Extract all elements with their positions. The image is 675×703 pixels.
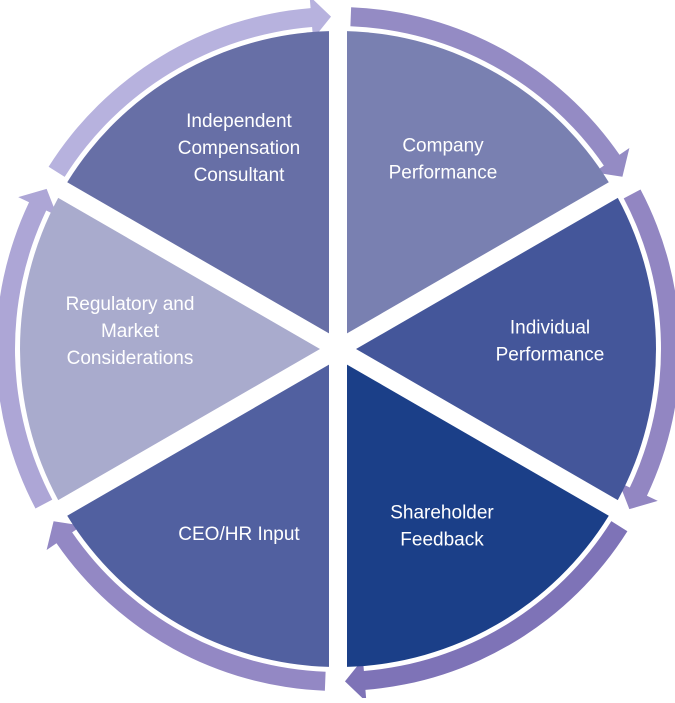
label-line: Consultant (194, 165, 286, 186)
label-line: Performance (389, 163, 498, 184)
label-line: Feedback (400, 530, 484, 551)
label-line: Market (101, 321, 160, 342)
label-line: Considerations (67, 348, 194, 369)
segment-company-performance (347, 31, 609, 334)
segment-individual-performance (356, 197, 657, 501)
segment-regulatory-market (19, 197, 320, 501)
label-line: Regulatory and (66, 294, 195, 315)
cycle-arrow-3 (344, 521, 628, 702)
label-line: Shareholder (390, 503, 494, 524)
label-ceo-hr-input: CEO/HR Input (178, 524, 300, 545)
label-line: Independent (186, 111, 292, 132)
segment-independent-consultant (67, 31, 330, 334)
label-line: Performance (496, 345, 605, 366)
label-line: Company (402, 136, 484, 157)
segment-ceo-hr-input (67, 364, 330, 667)
segment-shareholder-feedback (347, 364, 609, 667)
cycle-arrow-2 (618, 189, 675, 510)
label-line: Individual (510, 318, 590, 339)
label-line: Compensation (178, 138, 301, 159)
label-line: CEO/HR Input (178, 524, 300, 545)
cycle-arrow-1 (350, 7, 630, 177)
cycle-arrow-5 (0, 188, 58, 509)
segment-pie (19, 31, 657, 667)
cycle-arrow-4 (46, 521, 326, 691)
cycle-arrow-6 (48, 0, 332, 177)
